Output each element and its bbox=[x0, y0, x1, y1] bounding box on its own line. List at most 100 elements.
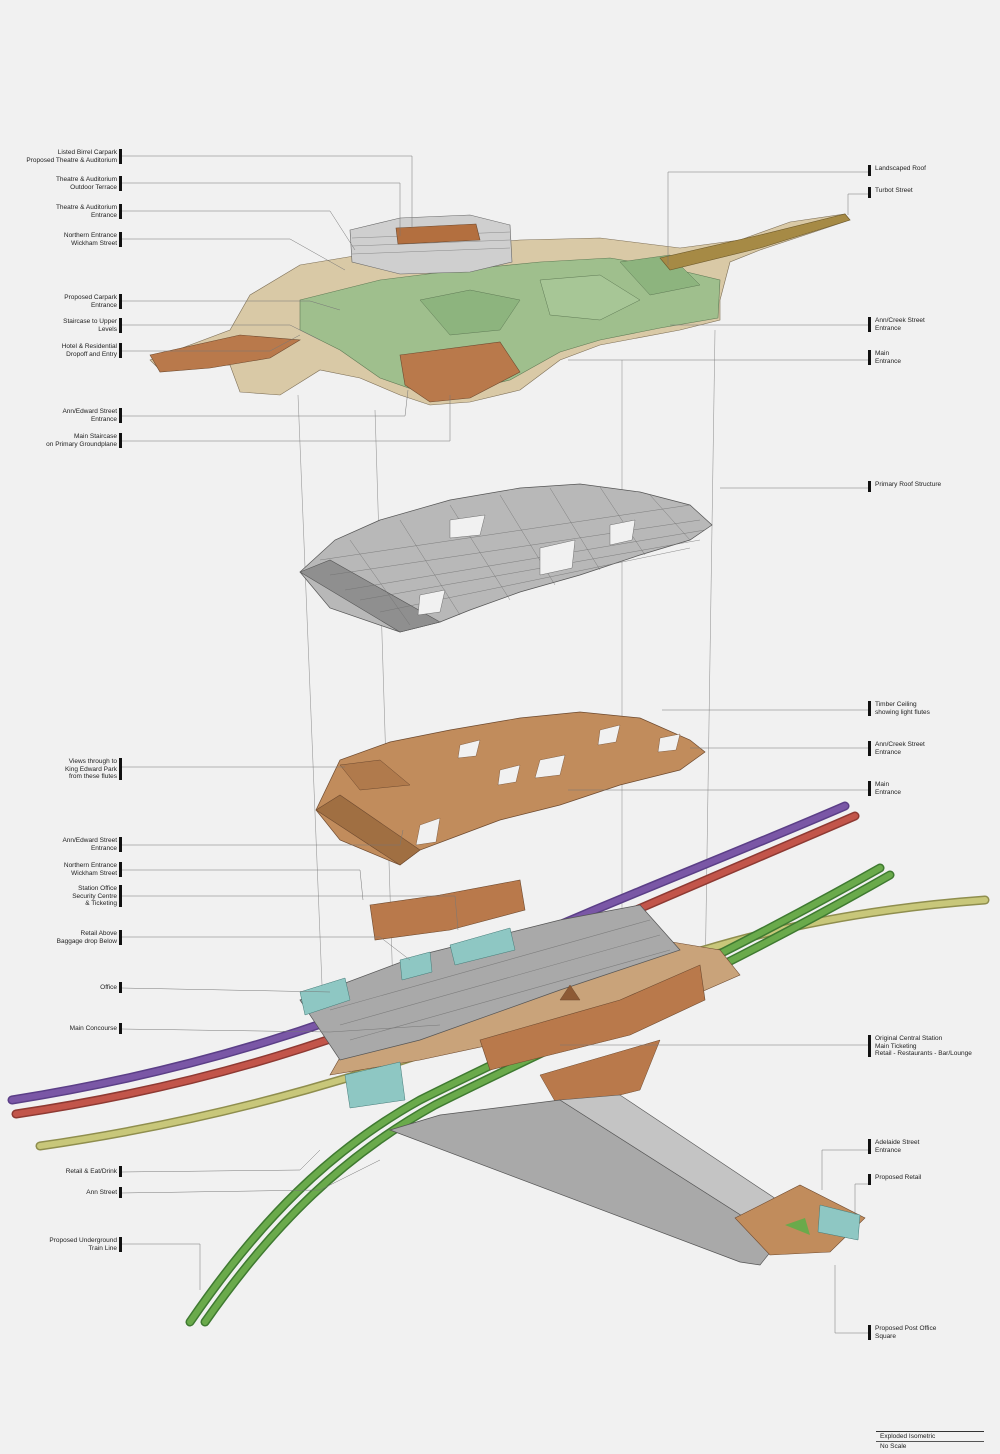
label-marker bbox=[868, 1325, 871, 1340]
label-line: Entrance bbox=[90, 844, 117, 852]
label-line: Station Office bbox=[78, 885, 117, 892]
label-line: Landscaped Roof bbox=[875, 165, 926, 172]
concourse-layer bbox=[299, 879, 741, 1111]
label-line: Views through to bbox=[68, 758, 117, 765]
leader-lines-right bbox=[560, 171, 868, 1334]
label-marker bbox=[119, 433, 122, 448]
label-line: Northern Entrance bbox=[63, 232, 117, 239]
label-adelaide-street: Adelaide Street Entrance bbox=[875, 1139, 919, 1154]
label-line: from these flutes bbox=[68, 773, 117, 780]
label-line: Entrance bbox=[875, 357, 902, 365]
label-underground-line: Proposed Underground Train Line bbox=[49, 1237, 117, 1252]
label-line: Retail Above bbox=[80, 930, 118, 937]
label-marker bbox=[119, 1237, 122, 1252]
label-station-office: Station Office Security Centre & Ticketi… bbox=[72, 885, 117, 908]
label-line: Square bbox=[875, 1332, 896, 1340]
label-line: Listed Birrel Carpark bbox=[57, 149, 117, 156]
leader-lines bbox=[121, 155, 459, 1290]
label-marker bbox=[868, 781, 871, 796]
label-marker bbox=[868, 481, 871, 492]
drawing-type: Exploded Isometric bbox=[876, 1432, 984, 1442]
label-marker bbox=[119, 758, 122, 780]
label-ann-creek-top: Ann/Creek Street Entrance bbox=[875, 317, 925, 332]
label-marker bbox=[119, 1187, 122, 1198]
label-marker bbox=[119, 204, 122, 219]
label-marker bbox=[119, 982, 122, 993]
label-outdoor-terrace: Theatre & Auditorium Outdoor Terrace bbox=[56, 176, 117, 191]
label-retail-eat: Retail & Eat/Drink bbox=[66, 1168, 117, 1176]
label-theatre-entrance: Theatre & Auditorium Entrance bbox=[56, 204, 117, 219]
label-turbot-street: Turbot Street bbox=[875, 187, 913, 195]
theatre-building bbox=[349, 214, 513, 275]
label-marker bbox=[868, 187, 871, 198]
drawing-scale: No Scale bbox=[880, 1443, 907, 1450]
label-line: Northern Entrance bbox=[63, 862, 117, 869]
label-marker bbox=[119, 343, 122, 358]
underground-tunnel bbox=[388, 1094, 866, 1266]
label-line: Ann/Edward Street bbox=[62, 837, 117, 844]
label-line: Outdoor Terrace bbox=[70, 183, 117, 191]
label-line: Wickham Street bbox=[71, 869, 117, 877]
label-line: Hotel & Residential bbox=[61, 343, 117, 350]
label-marker bbox=[868, 1174, 871, 1185]
landscaped-roof-layer bbox=[149, 213, 851, 406]
label-line: Entrance bbox=[875, 788, 902, 796]
label-line: Retail - Restaurants - Bar/Lounge bbox=[875, 1050, 972, 1057]
label-carpark-entrance: Proposed Carpark Entrance bbox=[64, 294, 117, 309]
label-marker bbox=[868, 165, 871, 176]
label-marker bbox=[119, 294, 122, 309]
label-line: Adelaide Street bbox=[875, 1139, 920, 1146]
label-marker bbox=[868, 701, 871, 716]
label-marker bbox=[119, 885, 122, 907]
label-ann-edward-top: Ann/Edward Street Entrance bbox=[62, 408, 117, 423]
label-views-through: Views through to King Edward Park from t… bbox=[65, 758, 117, 781]
label-marker bbox=[868, 1035, 871, 1057]
label-proposed-retail: Proposed Retail bbox=[875, 1174, 921, 1182]
label-line: Entrance bbox=[90, 415, 117, 423]
label-line: Entrance bbox=[875, 748, 902, 756]
title-block: Exploded Isometric No Scale bbox=[876, 1431, 984, 1452]
label-main-entrance-top: Main Entrance bbox=[875, 350, 901, 365]
label-line: Turbot Street bbox=[875, 187, 913, 194]
label-line: Staircase to Upper bbox=[63, 318, 117, 325]
label-office: Office bbox=[100, 984, 117, 992]
label-line: Main bbox=[875, 350, 890, 357]
label-line: Dropoff and Entry bbox=[66, 350, 117, 358]
label-northern-entrance-top: Northern Entrance Wickham Street bbox=[64, 232, 117, 247]
label-original-station: Original Central Station Main Ticketing … bbox=[875, 1035, 972, 1058]
label-line: King Edward Park bbox=[64, 765, 117, 773]
label-ann-edward-low: Ann/Edward Street Entrance bbox=[62, 837, 117, 852]
label-line: Proposed Carpark bbox=[64, 294, 117, 301]
label-ann-creek-mid: Ann/Creek Street Entrance bbox=[875, 741, 925, 756]
label-marker bbox=[119, 837, 122, 852]
label-line: Wickham Street bbox=[71, 239, 117, 247]
label-marker bbox=[119, 176, 122, 191]
label-line: & Ticketing bbox=[85, 900, 117, 907]
label-line: Entrance bbox=[90, 301, 117, 309]
label-line: Entrance bbox=[90, 211, 117, 219]
label-line: Main Concourse bbox=[69, 1025, 117, 1032]
label-line: Proposed Underground bbox=[49, 1237, 117, 1244]
label-line: Theatre & Auditorium bbox=[55, 204, 117, 211]
label-marker bbox=[868, 317, 871, 332]
post-office-square bbox=[734, 1184, 866, 1256]
label-marker bbox=[119, 1023, 122, 1034]
label-line: Entrance bbox=[875, 324, 902, 332]
label-line: Theatre & Auditorium bbox=[55, 176, 117, 183]
label-line: Levels bbox=[98, 325, 117, 333]
label-marker bbox=[119, 149, 122, 164]
label-retail-above: Retail Above Baggage drop Below bbox=[57, 930, 117, 945]
label-marker bbox=[868, 350, 871, 365]
label-hotel-dropoff: Hotel & Residential Dropoff and Entry bbox=[62, 343, 117, 358]
label-line: Ann/Creek Street bbox=[875, 317, 925, 324]
label-marker bbox=[119, 1166, 122, 1177]
label-line: Ann/Edward Street bbox=[62, 408, 117, 415]
label-line: Proposed Retail bbox=[875, 1174, 922, 1181]
label-line: Main Ticketing bbox=[875, 1042, 917, 1050]
label-line: Ann Street bbox=[86, 1189, 117, 1196]
label-line: Proposed Post Office bbox=[875, 1325, 937, 1332]
primary-roof-structure-layer bbox=[299, 483, 713, 633]
label-marker bbox=[119, 862, 122, 877]
label-marker bbox=[868, 1139, 871, 1154]
label-line: Entrance bbox=[875, 1146, 902, 1154]
